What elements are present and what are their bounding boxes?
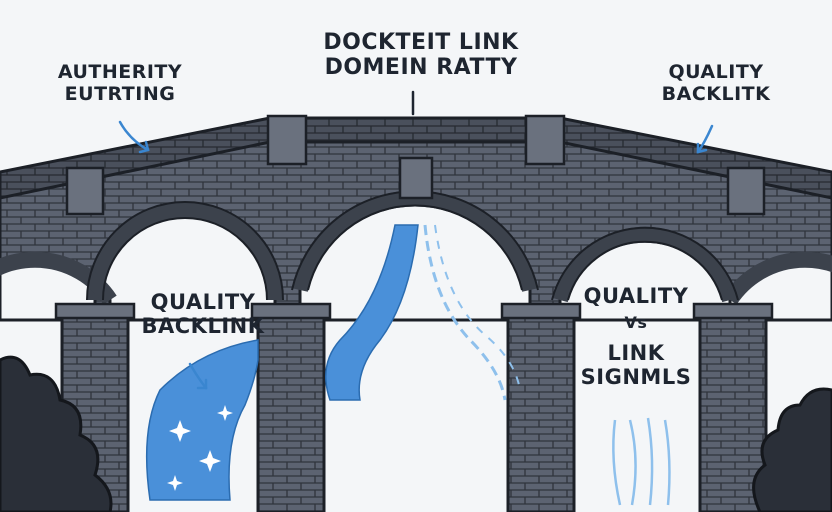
quality-backlink-label: QUALITY BACKLINK: [128, 290, 278, 338]
water-stream-left: [145, 339, 259, 501]
quality-vs-link-signals-label: QUALITY Vs LINK SIGNMLS: [566, 284, 706, 389]
label-line: EUTRTING: [64, 82, 176, 105]
bridge-capstones: [65, 114, 766, 216]
label-line: DOCKTEIT LINK: [323, 30, 519, 55]
label-line: LINK: [607, 340, 665, 365]
water-stream-right: [612, 417, 671, 506]
label-line: BACKLITK: [661, 82, 771, 105]
label-line: DOMEIN RATTY: [324, 55, 518, 81]
arrow-icons: [118, 90, 714, 390]
label-line: Vs: [624, 313, 648, 333]
label-line: QUALITY: [583, 284, 689, 308]
label-line: AUTHERITY: [57, 61, 183, 83]
foliage-left: [0, 355, 113, 512]
water-stream-center: [325, 224, 521, 401]
label-line: QUALITY: [668, 61, 764, 83]
domain-authority-label: DOCKTEIT LINK DOMEIN RATTY: [316, 30, 526, 81]
label-line: QUALITY: [150, 290, 256, 314]
quality-backlink-top-label: QUALITY BACKLITK: [636, 61, 796, 106]
authority-label: AUTHERITY EUTRTING: [40, 61, 200, 106]
foliage-right: [752, 387, 832, 512]
label-line: BACKLINK: [141, 314, 265, 339]
label-line: SIGNMLS: [580, 364, 692, 389]
